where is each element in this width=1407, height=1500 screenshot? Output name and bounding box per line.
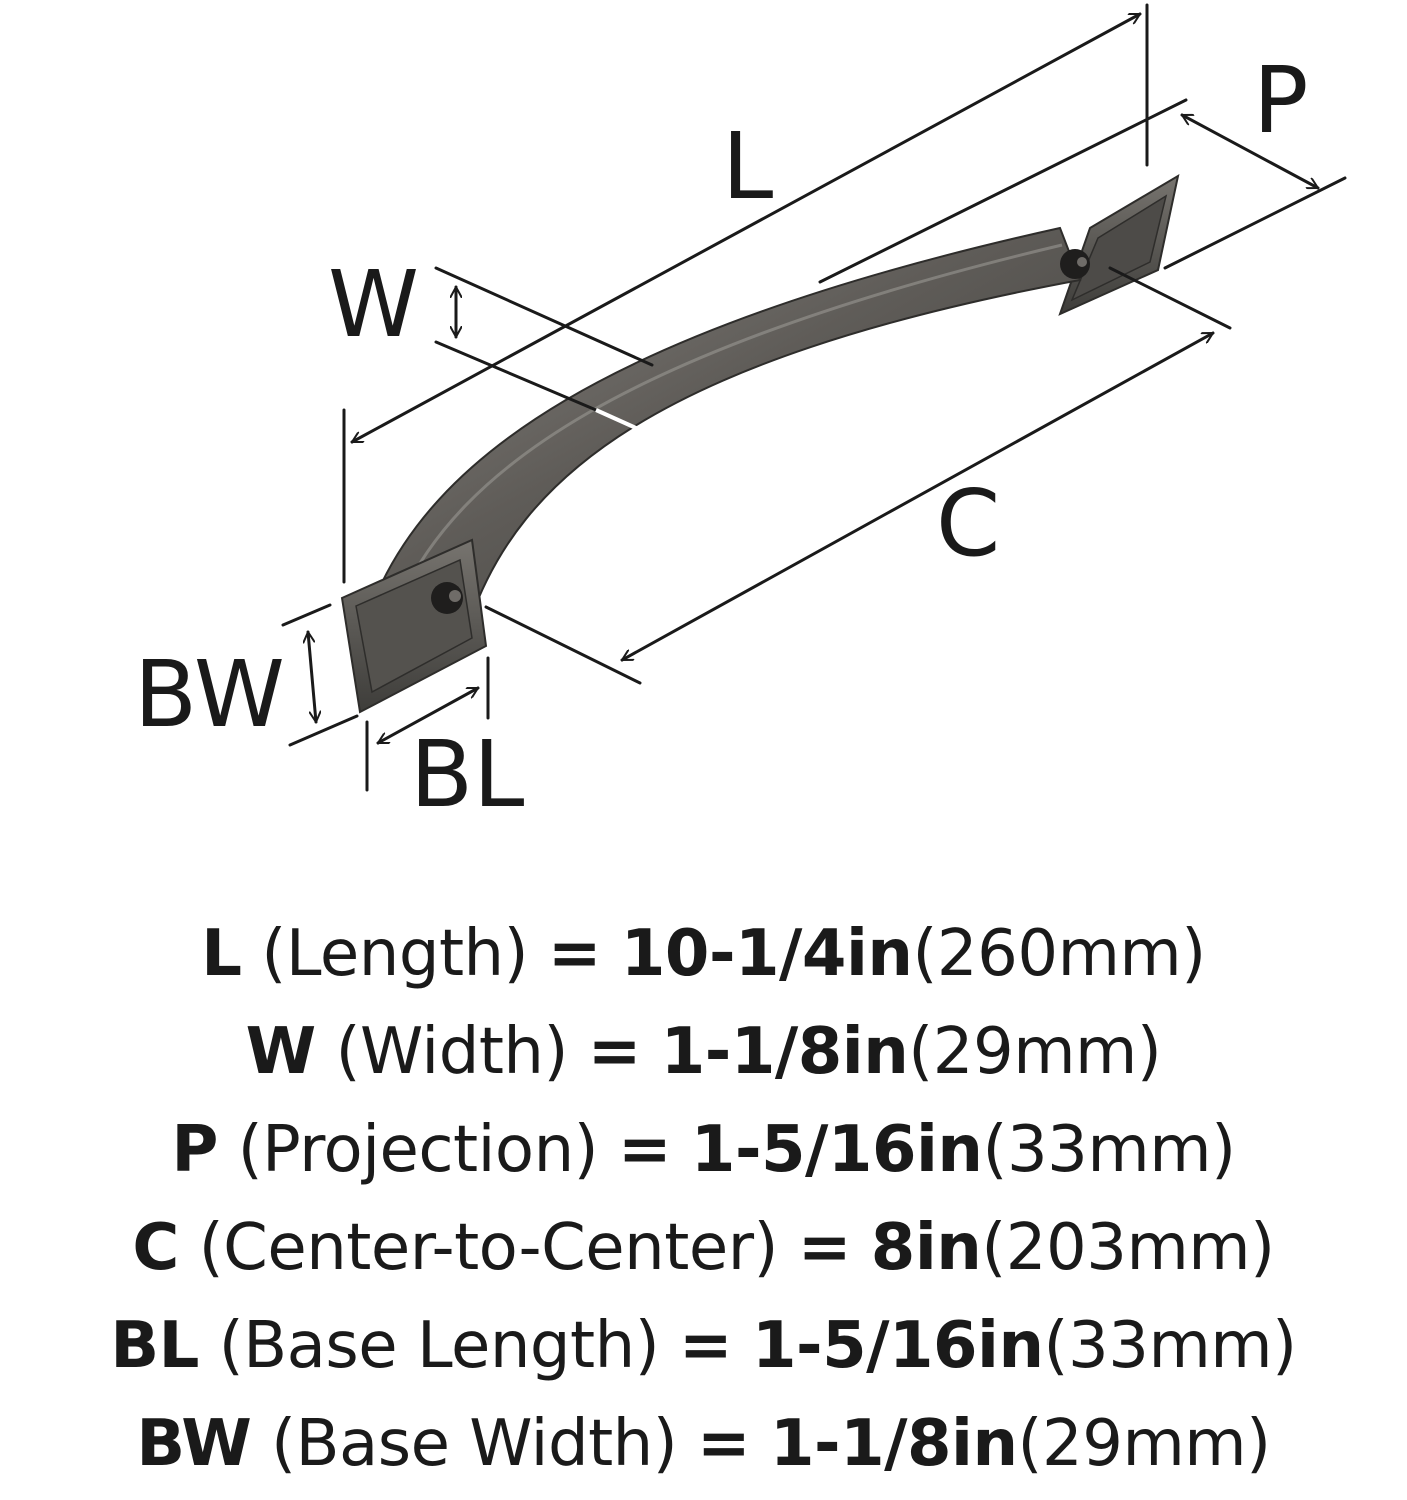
center-to-center-dimension <box>484 266 1232 685</box>
projection-dimension <box>818 98 1347 284</box>
handle-dimension-diagram: L P W C BW BL <box>134 3 1347 828</box>
spec-symbol: C <box>132 1211 179 1285</box>
spec-metric: (33mm) <box>982 1113 1236 1187</box>
spec-row-projection: P (Projection) = 1-5/16in(33mm) <box>0 1101 1407 1199</box>
spec-name: (Base Width) <box>271 1407 678 1481</box>
width-dimension <box>434 266 654 412</box>
spec-symbol: L <box>201 917 242 991</box>
spec-equals: = <box>797 1211 852 1285</box>
spec-symbol: P <box>171 1113 218 1187</box>
spec-name: (Center-to-Center) <box>198 1211 779 1285</box>
spec-name: (Base Length) <box>218 1309 660 1383</box>
spec-row-length: L (Length) = 10-1/4in(260mm) <box>0 905 1407 1003</box>
spec-imperial: 1-5/16in <box>690 1113 983 1187</box>
spec-symbol: BL <box>110 1309 199 1383</box>
spec-imperial: 8in <box>870 1211 982 1285</box>
spec-name: (Projection) <box>237 1113 599 1187</box>
spec-metric: (33mm) <box>1043 1309 1298 1383</box>
length-label: L <box>722 113 773 220</box>
base-width-label: BW <box>134 641 285 748</box>
spec-imperial: 1-1/8in <box>770 1407 1018 1481</box>
spec-symbol: BW <box>136 1407 252 1481</box>
base-length-dimension <box>365 656 490 792</box>
spec-row-base-width: BW (Base Width) = 1-1/8in(29mm) <box>0 1395 1407 1493</box>
spec-equals: = <box>587 1015 642 1089</box>
spec-name: (Length) <box>261 917 529 991</box>
cabinet-pull-handle <box>340 173 1180 714</box>
spec-metric: (260mm) <box>912 917 1206 991</box>
center-to-center-label: C <box>936 470 1000 577</box>
spec-metric: (203mm) <box>981 1211 1275 1285</box>
dimension-specs-list: L (Length) = 10-1/4in(260mm) W (Width) =… <box>0 905 1407 1493</box>
base-length-label: BL <box>410 721 524 828</box>
spec-name: (Width) <box>335 1015 569 1089</box>
projection-label: P <box>1253 47 1308 154</box>
spec-imperial: 10-1/4in <box>620 917 913 991</box>
spec-equals: = <box>547 917 602 991</box>
spec-imperial: 1-1/8in <box>660 1015 909 1089</box>
spec-row-center-to-center: C (Center-to-Center) = 8in(203mm) <box>0 1199 1407 1297</box>
spec-metric: (29mm) <box>908 1015 1162 1089</box>
length-dimension <box>342 3 1149 584</box>
base-width-dimension <box>281 603 359 747</box>
spec-row-base-length: BL (Base Length) = 1-5/16in(33mm) <box>0 1297 1407 1395</box>
spec-symbol: W <box>245 1015 317 1089</box>
spec-equals: = <box>697 1407 751 1481</box>
spec-metric: (29mm) <box>1017 1407 1272 1481</box>
spec-imperial: 1-5/16in <box>751 1309 1044 1383</box>
width-label: W <box>328 251 419 358</box>
spec-equals: = <box>679 1309 733 1383</box>
spec-equals: = <box>617 1113 672 1187</box>
spec-row-width: W (Width) = 1-1/8in(29mm) <box>0 1003 1407 1101</box>
